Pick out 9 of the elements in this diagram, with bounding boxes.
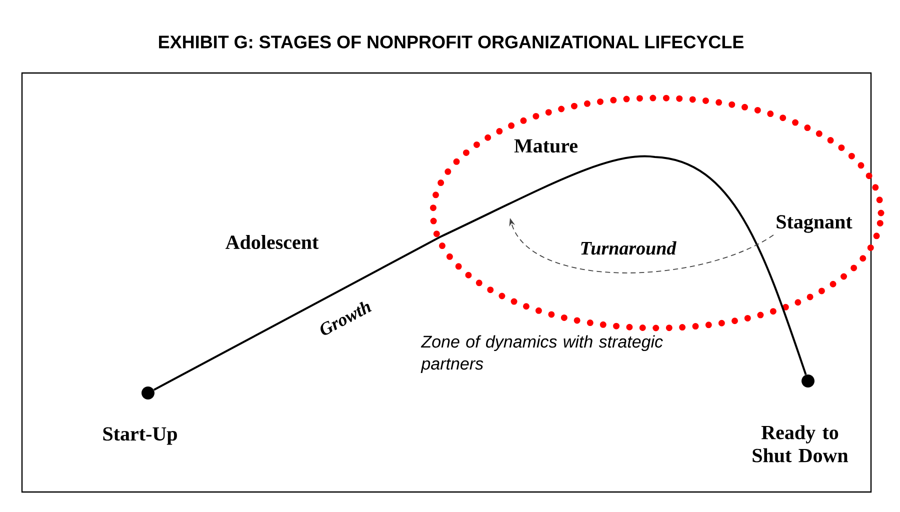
title: EXHIBIT G: STAGES OF NONPROFIT ORGANIZATIONAL LIFECYCLE — [159, 36, 744, 48]
curve-line — [153, 155, 807, 391]
stage-label: Adolescent — [226, 234, 319, 250]
stage-label: Mature — [514, 139, 578, 153]
stage-label: Ready to Shut Down — [752, 425, 848, 462]
edge-label: Turnaround — [578, 240, 678, 256]
stage-label: Start-Up — [103, 427, 177, 445]
zone-caption: Zone of dynamics with strategic partners — [420, 335, 663, 374]
stage-label: Stagnant — [776, 215, 852, 233]
